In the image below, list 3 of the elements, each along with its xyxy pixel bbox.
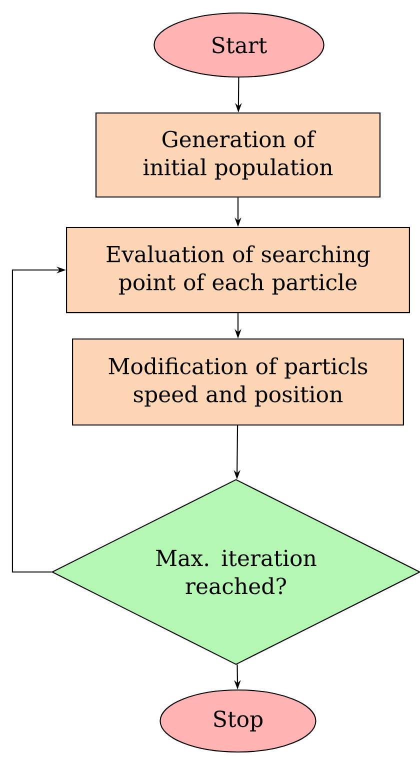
process-box: Generation of initial population xyxy=(95,112,381,198)
process-box: Modification of particls speed and position xyxy=(72,338,404,426)
process-box: Evaluation of searching point of each particle xyxy=(66,226,410,314)
